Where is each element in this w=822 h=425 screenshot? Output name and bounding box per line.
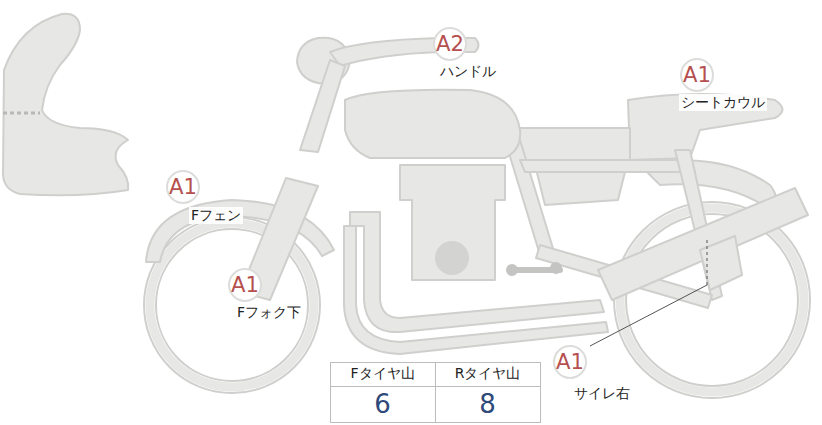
callout-number: A2: [436, 33, 464, 54]
part-name: ハンドル: [438, 63, 498, 80]
callout-number: A1: [683, 64, 711, 85]
part-name: Fフォク下: [235, 304, 303, 321]
callout-circle: A1: [166, 170, 200, 204]
damage-callout: A1シートカウル: [680, 58, 714, 92]
part-name: Fフェン: [189, 207, 243, 224]
damage-callout: A2ハンドル: [433, 27, 467, 61]
callout-circle: A1: [553, 345, 587, 379]
damage-callout: A1サイレ右: [553, 345, 587, 379]
table-value: 8: [435, 386, 540, 422]
table-header: Fタイヤ山: [330, 362, 435, 386]
callout-number: A1: [169, 176, 197, 197]
part-name: シートカウル: [679, 94, 767, 111]
callout-number: A1: [556, 351, 584, 372]
part-name: サイレ右: [572, 385, 632, 402]
table-header: Rタイヤ山: [435, 362, 540, 386]
damage-callout: A1Fフォク下: [228, 268, 262, 302]
damage-callout: A1Fフェン: [166, 170, 200, 204]
callout-circle: A1: [680, 58, 714, 92]
callout-circle: A2: [433, 27, 467, 61]
table-value: 6: [330, 386, 435, 422]
tread-table: Fタイヤ山Rタイヤ山68: [330, 362, 540, 422]
callout-circle: A1: [228, 268, 262, 302]
callout-number: A1: [231, 274, 259, 295]
